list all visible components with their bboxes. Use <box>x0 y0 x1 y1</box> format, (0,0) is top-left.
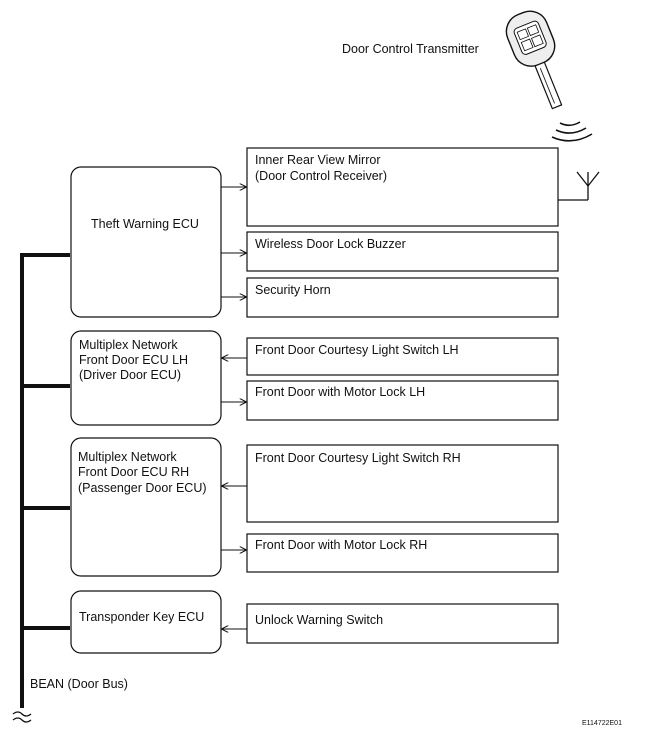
bean-bus-line <box>20 253 70 708</box>
bus-break-symbol <box>12 711 32 723</box>
front-rh-ecu-line1: Multiplex Network <box>78 450 177 464</box>
front-lh-ecu-line1: Multiplex Network <box>79 338 178 352</box>
transponder-key-ecu-box: Transponder Key ECU <box>70 590 222 654</box>
motor-lock-rh-box: Front Door with Motor Lock RH <box>246 533 559 573</box>
inner-mirror-box: Inner Rear View Mirror (Door Control Rec… <box>246 147 559 227</box>
transmitter-label: Door Control Transmitter <box>342 42 479 56</box>
theft-warning-ecu-box: Theft Warning ECU <box>70 166 222 318</box>
transponder-ecu-label: Transponder Key ECU <box>79 610 204 624</box>
door-lock-buzzer-box: Wireless Door Lock Buzzer <box>246 231 559 272</box>
unlock-label: Unlock Warning Switch <box>255 613 383 627</box>
key-fob-icon <box>505 10 563 110</box>
front-door-ecu-lh-box: Multiplex Network Front Door ECU LH (Dri… <box>70 330 222 426</box>
buzzer-label: Wireless Door Lock Buzzer <box>255 237 406 251</box>
front-lh-ecu-line3: (Driver Door ECU) <box>79 368 181 382</box>
motor-lh-label: Front Door with Motor Lock LH <box>255 385 425 399</box>
courtesy-lh-label: Front Door Courtesy Light Switch LH <box>255 343 459 357</box>
front-lh-ecu-line2: Front Door ECU LH <box>79 353 188 367</box>
courtesy-rh-label: Front Door Courtesy Light Switch RH <box>255 451 461 465</box>
front-rh-ecu-line3: (Passenger Door ECU) <box>78 481 207 495</box>
motor-lock-lh-box: Front Door with Motor Lock LH <box>246 380 559 421</box>
motor-rh-label: Front Door with Motor Lock RH <box>255 538 427 552</box>
unlock-warning-switch-box: Unlock Warning Switch <box>246 603 559 644</box>
horn-label: Security Horn <box>255 283 331 297</box>
front-rh-ecu-line2: Front Door ECU RH <box>78 465 189 479</box>
theft-ecu-label: Theft Warning ECU <box>91 217 199 231</box>
front-door-ecu-rh-box: Multiplex Network Front Door ECU RH (Pas… <box>70 437 222 577</box>
mirror-line1: Inner Rear View Mirror <box>255 153 381 167</box>
mirror-line2: (Door Control Receiver) <box>255 169 387 183</box>
security-horn-box: Security Horn <box>246 277 559 318</box>
courtesy-switch-lh-box: Front Door Courtesy Light Switch LH <box>246 337 559 376</box>
signal-waves-icon <box>551 121 593 142</box>
bus-label: BEAN (Door Bus) <box>30 677 128 691</box>
courtesy-switch-rh-box: Front Door Courtesy Light Switch RH <box>246 444 559 523</box>
antenna-icon <box>558 171 600 201</box>
figure-code: E114722E01 <box>582 720 622 727</box>
